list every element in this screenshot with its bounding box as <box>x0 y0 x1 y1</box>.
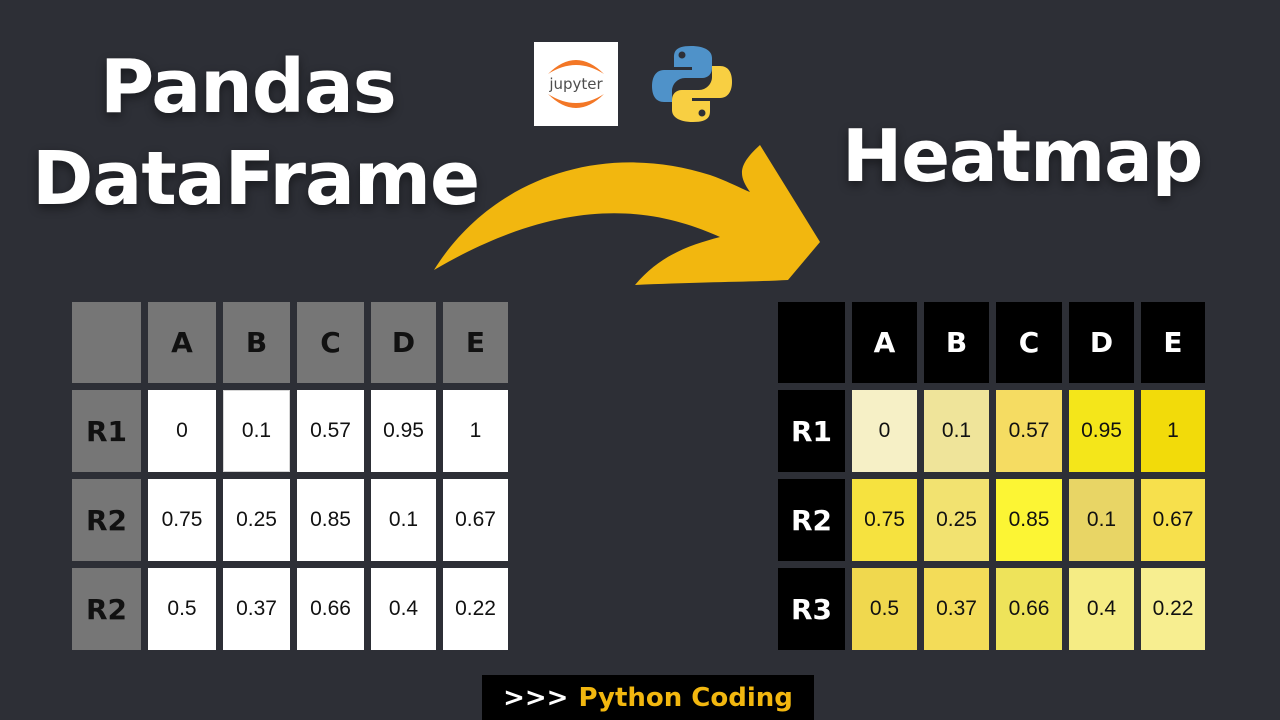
column-header: A <box>852 302 917 383</box>
row-header: R3 <box>778 568 845 650</box>
curved-arrow-icon <box>420 130 840 300</box>
corner-cell <box>72 302 141 383</box>
corner-cell <box>778 302 845 383</box>
column-header: C <box>297 302 364 383</box>
table-cell: 0.22 <box>443 568 508 650</box>
column-header: E <box>443 302 508 383</box>
column-header: D <box>1069 302 1134 383</box>
heatmap-cell: 0.4 <box>1069 568 1134 650</box>
title-heatmap: Heatmap <box>842 114 1203 198</box>
table-cell: 0.37 <box>223 568 290 650</box>
table-cell: 0.1 <box>223 390 290 472</box>
column-header: D <box>371 302 436 383</box>
table-cell: 0.57 <box>297 390 364 472</box>
row-header: R2 <box>778 479 845 561</box>
heatmap-cell: 0.22 <box>1141 568 1205 650</box>
heatmap-cell: 1 <box>1141 390 1205 472</box>
row-header: R2 <box>72 568 141 650</box>
svg-text:jupyter: jupyter <box>548 75 603 93</box>
column-header: A <box>148 302 216 383</box>
heatmap-cell: 0.85 <box>996 479 1062 561</box>
table-cell: 0.85 <box>297 479 364 561</box>
row-header: R1 <box>72 390 141 472</box>
table-cell: 0.95 <box>371 390 436 472</box>
table-cell: 0.1 <box>371 479 436 561</box>
heatmap-cell: 0.67 <box>1141 479 1205 561</box>
heatmap-cell: 0.66 <box>996 568 1062 650</box>
row-header: R2 <box>72 479 141 561</box>
row-header: R1 <box>778 390 845 472</box>
table-cell: 1 <box>443 390 508 472</box>
python-logo-icon <box>650 42 734 126</box>
table-cell: 0.67 <box>443 479 508 561</box>
heatmap-cell: 0.57 <box>996 390 1062 472</box>
table-cell: 0.4 <box>371 568 436 650</box>
prompt-glyph: >>> <box>503 682 569 713</box>
heatmap-cell: 0.95 <box>1069 390 1134 472</box>
table-cell: 0.25 <box>223 479 290 561</box>
column-header: B <box>924 302 989 383</box>
table-cell: 0.75 <box>148 479 216 561</box>
column-header: B <box>223 302 290 383</box>
title-pandas: Pandas <box>100 44 397 130</box>
python-coding-banner: >>> Python Coding <box>482 675 814 720</box>
heatmap-cell: 0.1 <box>924 390 989 472</box>
heatmap-cell: 0.75 <box>852 479 917 561</box>
column-header: C <box>996 302 1062 383</box>
dataframe-table: A B C D E R1 0 0.1 0.57 0.95 1 R2 0.75 0… <box>72 302 508 650</box>
column-header: E <box>1141 302 1205 383</box>
heatmap-cell: 0.25 <box>924 479 989 561</box>
jupyter-logo-icon: jupyter <box>534 42 618 126</box>
table-cell: 0.66 <box>297 568 364 650</box>
heatmap-cell: 0 <box>852 390 917 472</box>
heatmap-cell: 0.37 <box>924 568 989 650</box>
heatmap-cell: 0.1 <box>1069 479 1134 561</box>
heatmap-cell: 0.5 <box>852 568 917 650</box>
table-cell: 0 <box>148 390 216 472</box>
title-dataframe: DataFrame <box>32 136 480 222</box>
brand-text: Python Coding <box>578 682 793 713</box>
table-cell: 0.5 <box>148 568 216 650</box>
